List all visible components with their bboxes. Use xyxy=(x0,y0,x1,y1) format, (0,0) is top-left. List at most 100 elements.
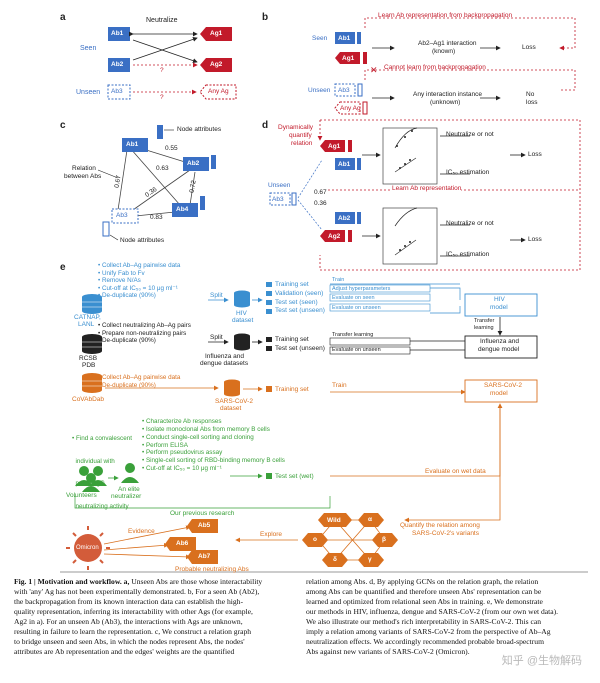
relation-label-1: Relation xyxy=(72,165,96,172)
flu-set: Test set (unseen) xyxy=(275,344,325,352)
catnap-step: • Remove N/As xyxy=(98,277,141,285)
covab-steps: • Collect Ab–Ag pairwise data • De-dupli… xyxy=(98,374,180,389)
test-wet-label: Test set (wet) xyxy=(275,473,314,480)
wet-right-step: • Perform pseudovirus assay xyxy=(142,449,223,457)
d-neutralize-1: Neutralize or not xyxy=(446,131,494,138)
ab7-label: Ab7 xyxy=(198,553,211,560)
ab5-label: Ab5 xyxy=(198,522,211,529)
sars-dataset-2: dataset xyxy=(220,405,242,412)
hiv-dataset-1: HIV xyxy=(236,310,247,317)
flu-dataset-2: dengue datasets xyxy=(200,360,249,367)
split-label: Split xyxy=(210,292,223,299)
flu-sets: Training set Test set (unseen) xyxy=(275,336,325,354)
panel-b-letter: b xyxy=(262,12,269,23)
b-no-loss-2: loss xyxy=(526,99,538,106)
eval-seen-label: Evaluate on seen xyxy=(332,295,375,301)
unseen-label: Unseen xyxy=(76,89,101,96)
d-ab1-label: Ab1 xyxy=(338,161,351,168)
hiv-model-1: HIV xyxy=(494,296,505,303)
variant-delta: δ xyxy=(333,556,337,563)
quantify-2: SARS-CoV-2's variants xyxy=(412,530,479,537)
hiv-set: Training set xyxy=(275,281,309,288)
d-w2: 0.36 xyxy=(314,200,327,207)
b-ab1-label: Ab1 xyxy=(338,35,351,42)
caption-left-column: Fig. 1 | Motivation and workflow. a, Uns… xyxy=(14,577,298,657)
caption-line: Fig. 1 | Motivation and workflow. a, Uns… xyxy=(14,577,263,586)
caption-line: our methods in HIV, influenza, dengue an… xyxy=(306,607,559,617)
covab-step: • De-duplicate (90%) xyxy=(98,381,156,389)
catnap-step: • Collect Ab–Ag pairwise data xyxy=(98,262,181,269)
hiv-set: Test set (unseen) xyxy=(275,307,325,315)
neutralize-label: Neutralize xyxy=(146,17,178,24)
panel-a-graphics xyxy=(107,27,237,100)
wet-left-step: • Find a convalescent xyxy=(72,435,132,443)
wet-left-steps: • Find a convalescent individual with po… xyxy=(72,420,132,518)
b-unknown: (unknown) xyxy=(430,99,461,106)
evidence-label: Evidence xyxy=(128,528,155,535)
d-loss-2: Loss xyxy=(528,236,542,243)
ab3-label: Ab3 xyxy=(111,88,123,95)
sars-dataset-1: SARS-CoV-2 xyxy=(215,398,253,405)
caption-line: quality representation, inferring its in… xyxy=(14,607,253,617)
d-ab2-label: Ab2 xyxy=(338,215,351,222)
panel-d-letter: d xyxy=(262,120,269,131)
dyn-quantify-1: Dynamically xyxy=(278,124,314,131)
caption-line: the backpropagation from its known inter… xyxy=(14,597,244,607)
caption-line: with 'any' Ag has not been experimentall… xyxy=(14,587,260,597)
c-ab3-label: Ab3 xyxy=(116,212,128,219)
w-ab1-ab2: 0.55 xyxy=(165,145,178,152)
b-no-loss-1: No xyxy=(526,91,535,98)
b-ab3-label: Ab3 xyxy=(338,87,350,94)
question-mark-1: ? xyxy=(160,67,164,74)
learn-backprop-label: Learn Ab representation from backpropaga… xyxy=(378,12,513,19)
rcsb-step: • De-duplicate (90%) xyxy=(98,337,156,345)
flu-dataset-1: Influenza and xyxy=(205,353,245,360)
ab2-label: Ab2 xyxy=(111,61,124,68)
elite-2: neutralizer xyxy=(111,493,142,500)
c-ab2-label: Ab2 xyxy=(187,160,200,167)
hiv-sets: Training set Validation (seen) Test set … xyxy=(275,281,325,316)
d-ic50-1: IC₅₀ estimation xyxy=(446,169,490,176)
dyn-quantify-3: relation xyxy=(291,140,313,147)
d-learn-label: Learn Ab representation xyxy=(392,185,462,193)
training-set-label: Training set xyxy=(275,386,309,393)
d-ic50-2: IC₅₀ estimation xyxy=(446,251,490,258)
rcsb-steps: • Collect neutralizing Ab–Ag pairs • Pre… xyxy=(98,322,191,345)
b-known: (known) xyxy=(432,48,456,55)
probable-label: Probable neutralizing Abs xyxy=(175,566,249,573)
hiv-set: Test set (seen) xyxy=(275,298,318,306)
catnap-label-2: LANL xyxy=(78,321,95,328)
omicron-virus-icon xyxy=(66,526,110,570)
eval-unseen-label: Evaluate on unseen xyxy=(332,305,381,311)
relation-label-2: between Abs xyxy=(64,173,102,180)
hiv-set: Validation (seen) xyxy=(275,289,324,297)
node-attr-bottom: Node attributes xyxy=(120,237,165,244)
panel-e-graphics xyxy=(60,282,588,573)
variant-alpha: α xyxy=(368,516,372,523)
b-ag1-label: Ag1 xyxy=(342,55,355,62)
caption-line: among Abs can be quantified and therefor… xyxy=(306,587,542,597)
elite-1: An elite xyxy=(118,486,140,493)
flu-model-1: Influenza and xyxy=(480,338,520,345)
eval-wet-label: Evaluate on wet data xyxy=(425,468,486,475)
transfer-learning-label: Transfer learning xyxy=(332,332,374,338)
variant-gamma: γ xyxy=(368,556,372,563)
b-loss: Loss xyxy=(522,44,536,51)
panel-c-letter: c xyxy=(60,120,66,131)
caption-line: Abs against new variants of SARS-CoV-2 (… xyxy=(306,647,470,657)
ag2-shape xyxy=(200,58,232,72)
b-unseen-label: Unseen xyxy=(308,87,331,94)
ab6-label: Ab6 xyxy=(176,540,189,547)
flu-set: Training set xyxy=(275,336,309,343)
omicron-label: Omicron xyxy=(76,545,99,551)
wet-right-step: • Isolate monoclonal Abs from memory B c… xyxy=(142,425,270,433)
question-mark-2: ? xyxy=(160,94,164,101)
sars-model-2: model xyxy=(490,390,508,397)
ab3-shape xyxy=(107,84,131,100)
ab1-label: Ab1 xyxy=(111,30,124,37)
ag1-label: Ag1 xyxy=(210,30,223,37)
any-ag-shape xyxy=(199,84,237,100)
flu-model-2: dengue model xyxy=(478,346,520,353)
c-ab1-label: Ab1 xyxy=(126,141,139,148)
